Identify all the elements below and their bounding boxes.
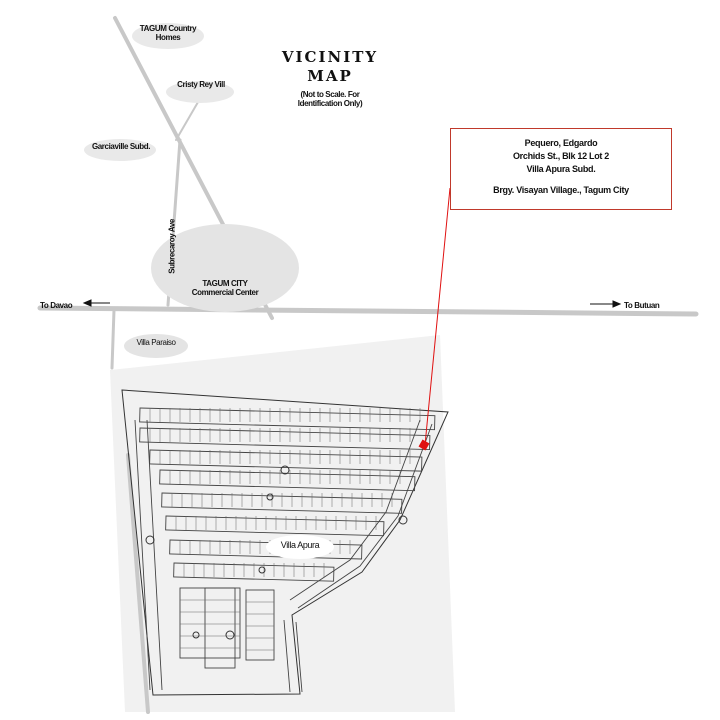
- map-title-line1: VICINITY: [281, 48, 379, 66]
- owner-address-line2: Villa Apura Subd.: [526, 164, 596, 174]
- label-subrecaroy-ave: Subrecaroy Ave: [167, 219, 177, 274]
- lot-dividers: [149, 408, 421, 651]
- label-tagum-city-line1: TAGUM CITY: [202, 279, 248, 288]
- main-highway: [37, 305, 699, 317]
- garciaville-area: [84, 139, 156, 161]
- map-title: VICINITY MAP: [265, 48, 395, 86]
- label-tagum-country-homes-line1: TAGUM Country: [139, 24, 197, 33]
- label-to-davao: To Davao: [40, 301, 73, 310]
- arrow-to-butuan: [590, 300, 622, 308]
- villa-apura-area: [266, 535, 334, 559]
- lot-marker: [418, 439, 430, 451]
- arrow-to-davao: [82, 299, 110, 307]
- map-title-line2: MAP: [307, 67, 353, 85]
- side-road-south: [126, 453, 150, 714]
- map-note-line2: Identification Only): [297, 98, 363, 108]
- tagum-city-area: [151, 224, 299, 312]
- plan-edge-strips: [134, 419, 433, 693]
- owner-name: Pequero, Edgardo: [524, 138, 598, 148]
- tagum-country-homes-area: [132, 23, 204, 49]
- subdivision-plan: [121, 389, 449, 696]
- label-garciaville-subd: Garciaville Subd.: [91, 142, 151, 151]
- label-tagum-country-homes-line2: Homes: [155, 32, 181, 42]
- plan-circles: [145, 465, 408, 640]
- label-to-butuan: To Butuan: [624, 301, 660, 310]
- label-cristy-rey-vill: Cristy Rey Vill: [177, 80, 225, 89]
- side-road-west: [110, 308, 116, 370]
- label-tagum-country-homes: TAGUM Country Homes: [128, 24, 208, 43]
- cristy-rey-area: [166, 81, 234, 103]
- label-villa-paraiso: Villa Paraiso: [136, 338, 176, 347]
- owner-info-box: Pequero, Edgardo Orchids St., Blk 12 Lot…: [450, 128, 672, 210]
- map-note-line1: (Not to Scale. For: [300, 90, 360, 99]
- owner-address-line1: Orchids St., Blk 12 Lot 2: [512, 151, 610, 161]
- label-villa-apura: Villa Apura: [280, 540, 320, 550]
- map-note: (Not to Scale. For Identification Only): [270, 90, 390, 109]
- villa-paraiso-area: [124, 334, 188, 358]
- label-tagum-city: TAGUM CITY Commercial Center: [178, 279, 272, 298]
- plan-boundary: [121, 389, 449, 696]
- leader-line: [424, 187, 451, 446]
- label-tagum-city-line2: Commercial Center: [191, 287, 259, 297]
- owner-address-line3: Brgy. Visayan Village., Tagum City: [493, 185, 629, 195]
